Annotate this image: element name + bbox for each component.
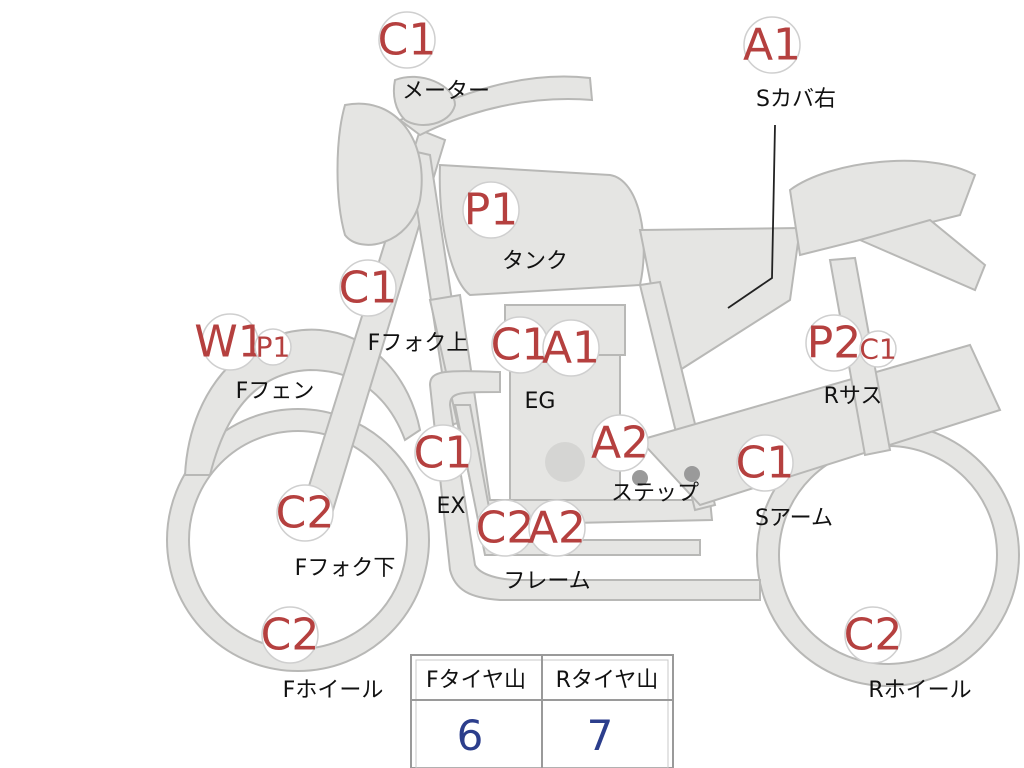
code-front-fender: W1 [194,317,266,368]
rear-fender-shape [857,218,987,292]
code-step: A2 [591,418,649,469]
part-fork-lower: Fフォク下 [295,556,396,581]
label-exhaust: C1 EX [414,424,473,519]
code-engine: C1 [491,320,550,371]
code2-front-fender: P1 [256,331,291,364]
part-fork-upper: Fフォク上 [368,331,469,356]
code-tank: P1 [464,185,519,236]
code-rear-wheel: C2 [844,610,903,661]
meter-shape [392,75,457,126]
code-meter: C1 [378,15,437,66]
code-exhaust: C1 [414,428,473,479]
step-peg [632,470,648,486]
part-frame: フレーム [503,569,590,594]
tire-tread-table: Fタイヤ山 Rタイヤ山 6 7 [410,654,674,768]
code-side-cover-right: A1 [743,20,801,71]
label-front-fender: W1 P1 Fフェン [194,313,315,404]
table-header-rear-tire: Rタイヤ山 [556,668,659,693]
label-rear-wheel: C2 Rホイール [844,606,972,703]
table-value-front-tire: 6 [457,711,484,760]
label-fork-lower: C2 Fフォク下 [276,484,396,581]
code2-engine: A1 [542,323,600,374]
side-cover-leader-line [727,124,776,309]
label-engine: C1 A1 EG [491,316,600,414]
table-value-rear-tire: 7 [587,711,614,760]
part-rear-suspension: Rサス [824,384,883,409]
exhaust-shape [428,370,761,601]
part-front-fender: Fフェン [236,379,315,404]
part-exhaust: EX [437,494,466,519]
headlight-shape [336,102,423,246]
part-step: ステップ [611,481,699,506]
label-swing-arm: C1 Sアーム [736,434,833,531]
code-swing-arm: C1 [736,438,795,489]
motorcycle-silhouette [166,75,1020,687]
part-side-cover-right: Sカバ右 [756,87,836,112]
label-step: A2 ステップ [591,414,699,506]
label-rear-suspension: P2 C1 Rサス [805,314,897,409]
code-fork-lower: C2 [276,488,335,539]
code-front-wheel: C2 [261,610,320,661]
label-front-wheel: C2 Fホイール [261,606,384,703]
seat-shape [788,159,977,257]
part-tank: タンク [502,249,568,274]
label-meter: C1 メーター [378,11,490,104]
code-rear-suspension: P2 [807,318,862,369]
code-frame: C2 [476,503,535,554]
label-side-cover-right: A1 Sカバ右 [743,16,836,112]
code2-frame: A2 [528,503,586,554]
handlebar-shape [397,75,594,137]
label-tank: P1 タンク [462,181,568,274]
rear-shock-shape [828,256,892,457]
code-fork-upper: C1 [339,263,398,314]
part-rear-wheel: Rホイール [868,678,971,703]
table-header-front-tire: Fタイヤ山 [426,668,526,693]
label-fork-upper: C1 Fフォク上 [339,259,469,356]
part-meter: メーター [402,79,490,104]
part-swing-arm: Sアーム [755,506,833,531]
part-front-wheel: Fホイール [283,678,384,703]
label-frame: C2 A2 フレーム [476,499,591,594]
part-engine: EG [525,389,556,414]
code2-rear-suspension: C1 [859,333,896,366]
